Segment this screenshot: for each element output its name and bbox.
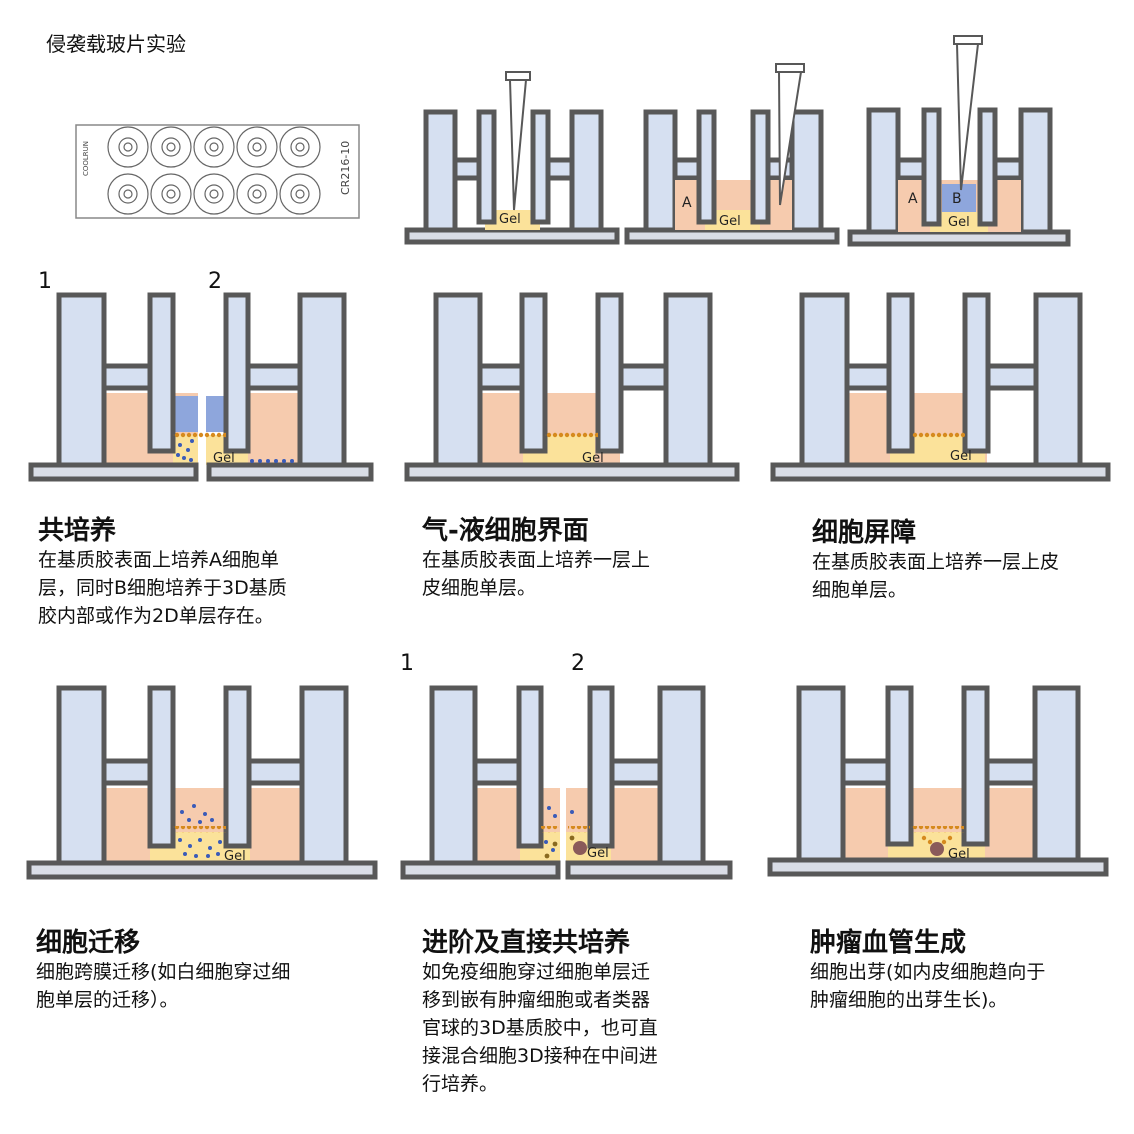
gel-label: Gel <box>224 849 246 864</box>
section-title: 进阶及直接共培养 <box>422 928 631 958</box>
section-line: 细胞跨膜迁移(如白细胞穿过细 <box>36 961 291 983</box>
section-title: 共培养 <box>38 516 117 546</box>
section-line: 官球的3D基质胶中，也可直 <box>422 1017 658 1039</box>
section-line: 肿瘤细胞的出芽生长)。 <box>810 989 1008 1011</box>
number-one: 1 <box>400 651 414 676</box>
gel-label: Gel <box>213 451 235 466</box>
organoid <box>930 842 944 856</box>
diagram-co-culture <box>28 292 374 482</box>
section-line: 接混合细胞3D接种在中间进 <box>422 1045 658 1067</box>
cell-cluster <box>176 439 294 463</box>
section-line: 如免疫细胞穿过细胞单层迁 <box>422 961 651 983</box>
section-title: 细胞迁移 <box>36 928 141 958</box>
gel-label: Gel <box>587 846 609 861</box>
section-line: 皮细胞单层。 <box>422 577 537 599</box>
section-line: 细胞出芽(如内皮细胞趋向于 <box>810 961 1046 983</box>
diagram-air-liquid <box>404 292 740 482</box>
section-line: 移到嵌有肿瘤细胞或者类器 <box>422 989 651 1011</box>
label-b: B <box>952 191 962 207</box>
top-well-1 <box>404 71 620 245</box>
tumor-cells <box>544 835 575 859</box>
gel-label: Gel <box>950 449 972 464</box>
section-line: 在基质胶表面上培养一层上皮 <box>812 551 1060 573</box>
section-line: 细胞单层。 <box>812 579 908 601</box>
label-a: A <box>908 191 918 207</box>
page-title: 侵袭载玻片实验 <box>46 32 186 56</box>
gel-label: Gel <box>499 212 521 227</box>
label-a: A <box>682 195 692 211</box>
sprouting-cells <box>921 835 953 845</box>
slide-icon: COOLRUN CR216-10 <box>75 124 360 219</box>
organoid <box>573 841 587 855</box>
section-title: 肿瘤血管生成 <box>810 928 967 958</box>
gel-label: Gel <box>948 215 970 230</box>
section-title: 细胞屏障 <box>812 518 917 548</box>
top-well-2 <box>624 63 840 245</box>
section-line: 在基质胶表面上培养一层上 <box>422 549 651 571</box>
cell-cluster <box>544 806 574 852</box>
slide-model: CR216-10 <box>339 141 352 195</box>
number-two: 2 <box>571 651 585 676</box>
number-one: 1 <box>38 269 52 294</box>
section-title: 气-液细胞界面 <box>422 516 589 546</box>
gel-label: Gel <box>582 451 604 466</box>
diagram-cell-barrier <box>770 292 1111 482</box>
section-line: 在基质胶表面上培养A细胞单 <box>38 549 279 571</box>
cell-cluster <box>178 804 222 858</box>
section-line: 行培养。 <box>422 1073 499 1095</box>
section-line: 层，同时B细胞培养于3D基质 <box>38 577 287 599</box>
section-line: 胶内部或作为2D单层存在。 <box>38 605 274 627</box>
slide-wells <box>107 126 321 215</box>
diagram-advanced-co-culture <box>400 685 733 880</box>
gel-label: Gel <box>719 214 741 229</box>
slide-brand: COOLRUN <box>82 141 90 176</box>
gel-label: Gel <box>948 847 970 862</box>
section-line: 胞单层的迁移）。 <box>36 989 179 1011</box>
diagram-tumor-angiogenesis <box>767 685 1109 877</box>
number-two: 2 <box>208 269 222 294</box>
diagram-cell-migration <box>26 685 378 880</box>
top-well-3 <box>847 35 1071 247</box>
